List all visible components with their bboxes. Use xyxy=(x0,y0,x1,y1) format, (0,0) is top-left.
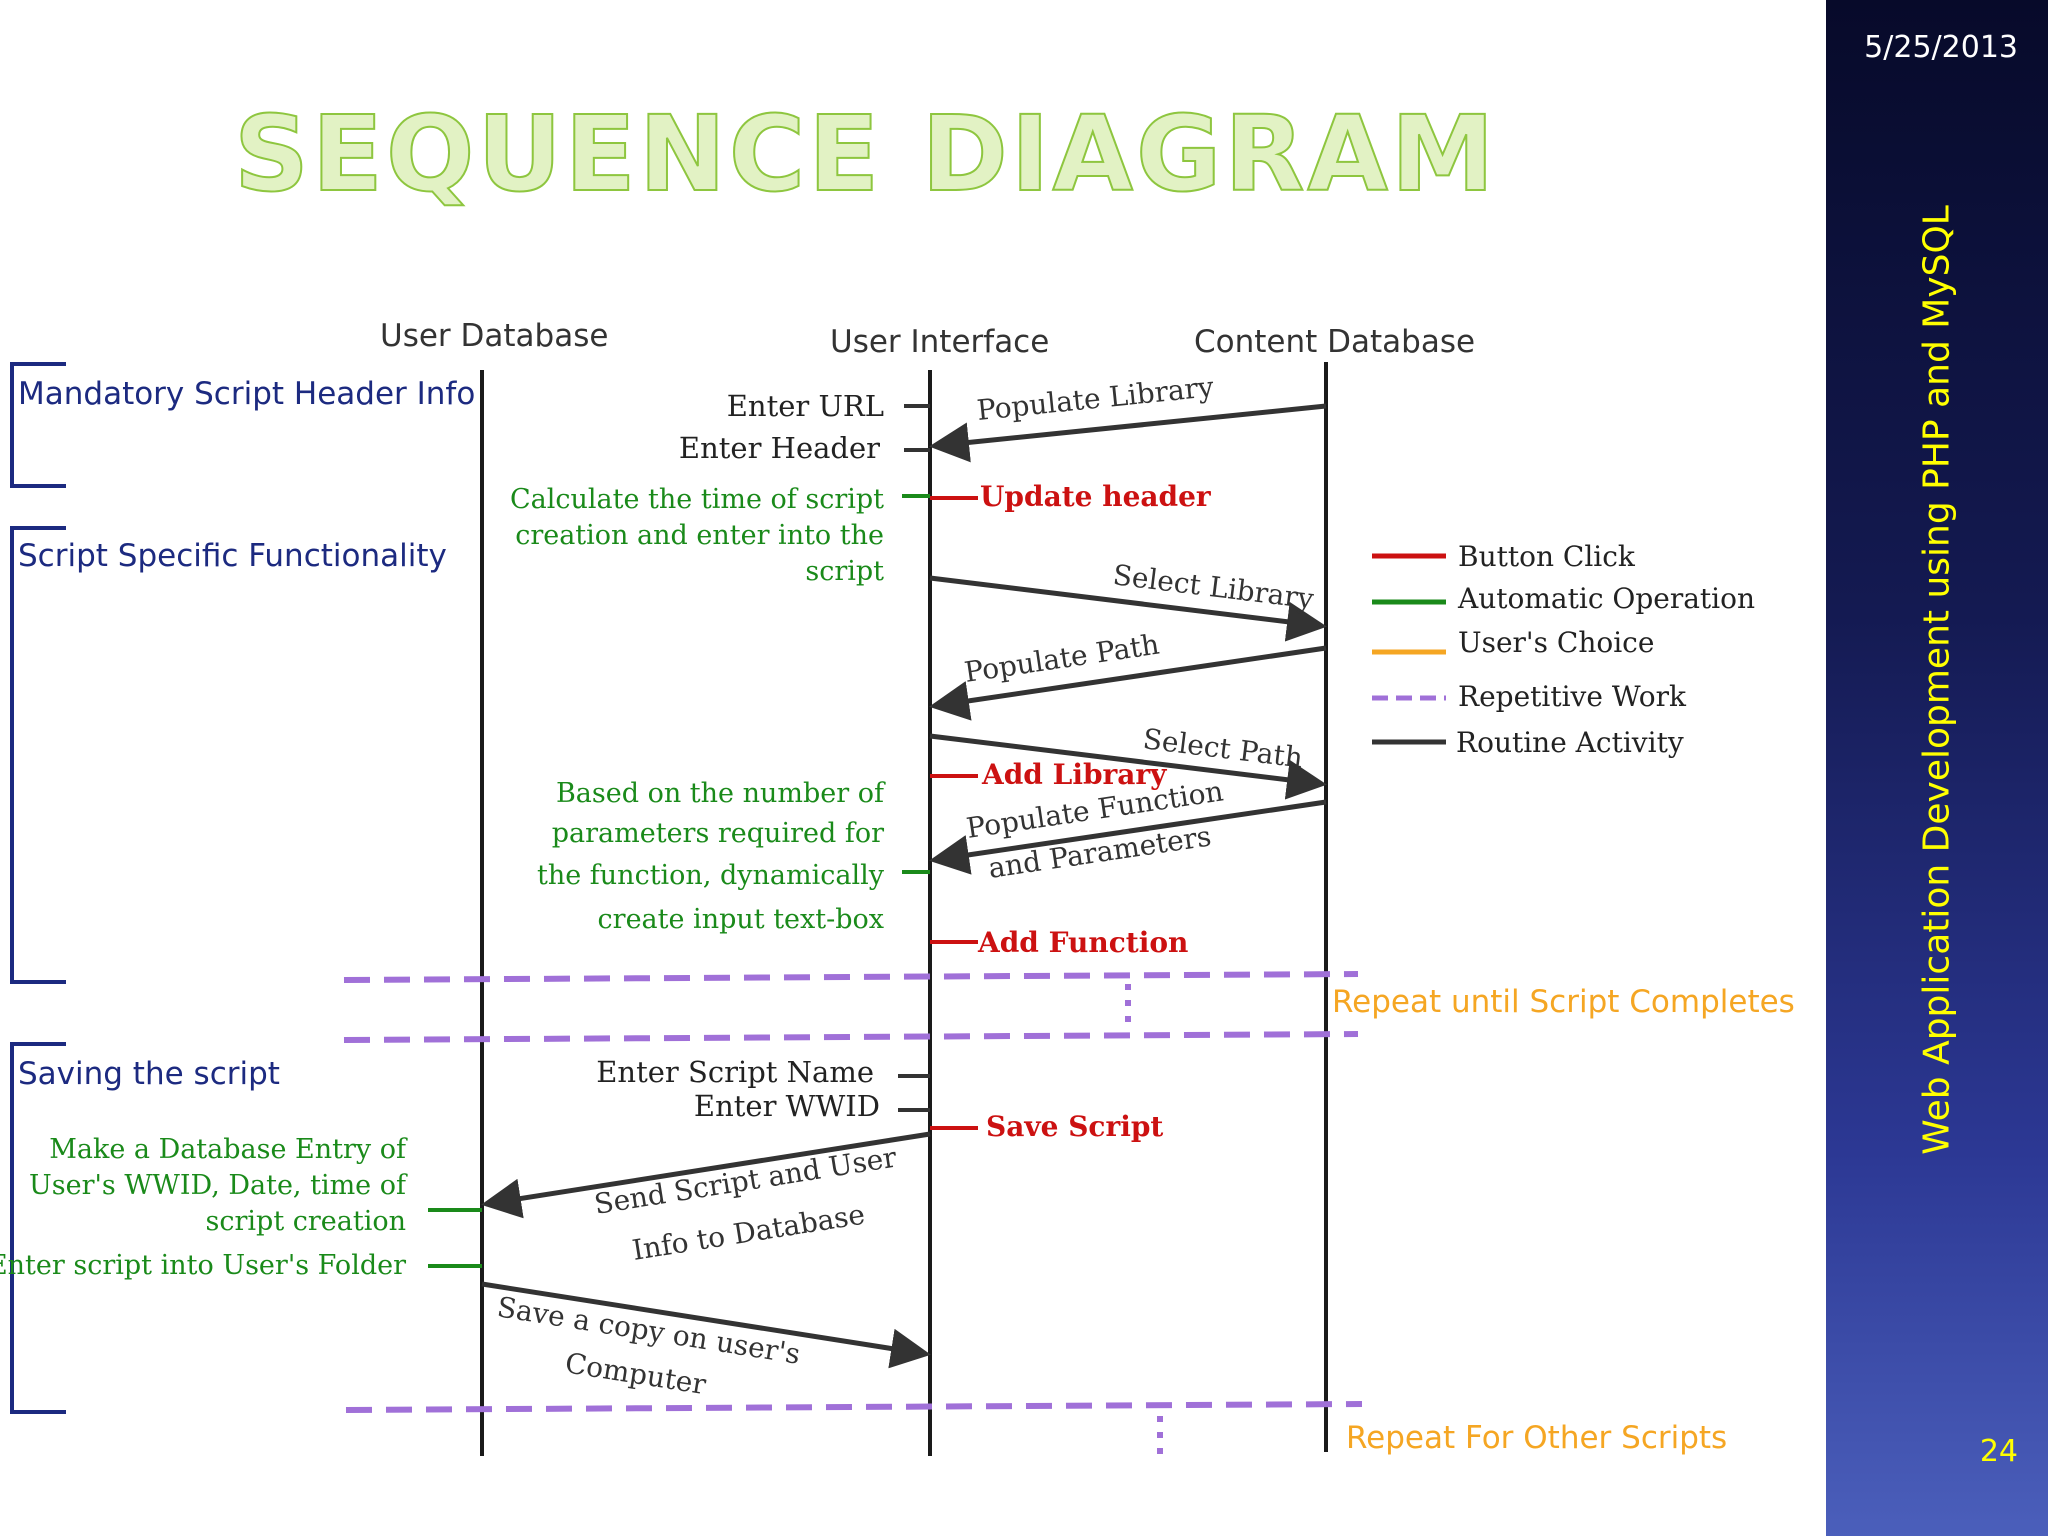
section-bracket-functionality xyxy=(10,526,66,984)
legend-label-repetitive-work: Repetitive Work xyxy=(1458,680,1687,713)
repeat-line-top-1 xyxy=(343,971,1359,983)
slide-sidebar: 5/25/2013 Web Application Development us… xyxy=(1826,0,2048,1536)
message-populate-path: Populate Path xyxy=(962,628,1161,689)
auto-note-params-line1: Based on the number of xyxy=(556,778,886,809)
repeat-line-top-2 xyxy=(343,1031,1359,1043)
message-populate-library: Populate Library xyxy=(975,370,1215,427)
legend-label-users-choice: User's Choice xyxy=(1458,626,1654,659)
input-label-enter-script-name: Enter Script Name xyxy=(596,1055,874,1089)
auto-note-folder: Enter script into User's Folder xyxy=(0,1250,406,1281)
slide-side-title: Web Application Development using PHP an… xyxy=(1916,205,1958,1155)
lifeline-label-content-database: Content Database xyxy=(1194,324,1475,360)
auto-note-calc-time-line3: script xyxy=(805,556,884,587)
repeat-label-until-complete: Repeat until Script Completes xyxy=(1332,984,1795,1020)
auto-note-calc-time-line2: creation and enter into the xyxy=(515,520,884,551)
legend-label-button-click: Button Click xyxy=(1458,540,1636,573)
button-label-save-script: Save Script xyxy=(986,1110,1163,1143)
input-label-enter-header: Enter Header xyxy=(679,431,880,465)
section-bracket-saving xyxy=(10,1042,66,1414)
arrow-save-copy xyxy=(481,1281,931,1369)
page-number: 24 xyxy=(1979,1434,2018,1469)
repeat-line-bottom xyxy=(345,1401,1363,1413)
section-bracket-header-info xyxy=(10,362,66,488)
section-label-header-info: Mandatory Script Header Info xyxy=(18,376,475,412)
auto-note-db-entry-line1: Make a Database Entry of xyxy=(49,1134,408,1165)
auto-note-params-line3: the function, dynamically xyxy=(537,860,885,891)
lifeline-label-user-database: User Database xyxy=(380,318,608,354)
arrow-send-script xyxy=(481,1131,931,1219)
arrow-select-path xyxy=(929,733,1327,800)
auto-note-calc-time-line1: Calculate the time of script xyxy=(510,484,884,515)
sequence-diagram: User Database User Interface Content Dat… xyxy=(0,318,1795,1458)
button-label-add-library: Add Library xyxy=(981,758,1167,791)
arrow-populate-library xyxy=(929,403,1327,463)
auto-note-params-line2: parameters required for xyxy=(552,818,884,849)
message-select-library: Select Library xyxy=(1111,558,1316,615)
arrow-select-library xyxy=(929,575,1327,642)
repeat-label-other-scripts: Repeat For Other Scripts xyxy=(1346,1420,1727,1456)
button-label-update-header: Update header xyxy=(980,480,1212,513)
input-label-enter-wwid: Enter WWID xyxy=(694,1089,880,1123)
slide-title: SEQUENCE DIAGRAM xyxy=(233,93,1498,215)
legend-label-routine-activity: Routine Activity xyxy=(1456,726,1684,759)
arrow-populate-path xyxy=(929,645,1327,721)
auto-note-db-entry-line3: script creation xyxy=(206,1206,406,1237)
slide-date: 5/25/2013 xyxy=(1864,30,2018,65)
auto-note-params-line4: create input text-box xyxy=(598,904,884,935)
message-save-copy-line2: Computer xyxy=(563,1346,709,1401)
lifeline-label-user-interface: User Interface xyxy=(830,324,1049,360)
auto-note-db-entry-line2: User's WWID, Date, time of xyxy=(29,1170,408,1201)
input-label-enter-url: Enter URL xyxy=(727,389,884,423)
section-label-functionality: Script Specific Functionality xyxy=(18,538,447,574)
section-label-saving: Saving the script xyxy=(18,1056,280,1092)
legend-label-automatic-operation: Automatic Operation xyxy=(1457,582,1755,615)
button-label-add-function: Add Function xyxy=(977,926,1188,959)
arrow-populate-function xyxy=(929,799,1327,875)
